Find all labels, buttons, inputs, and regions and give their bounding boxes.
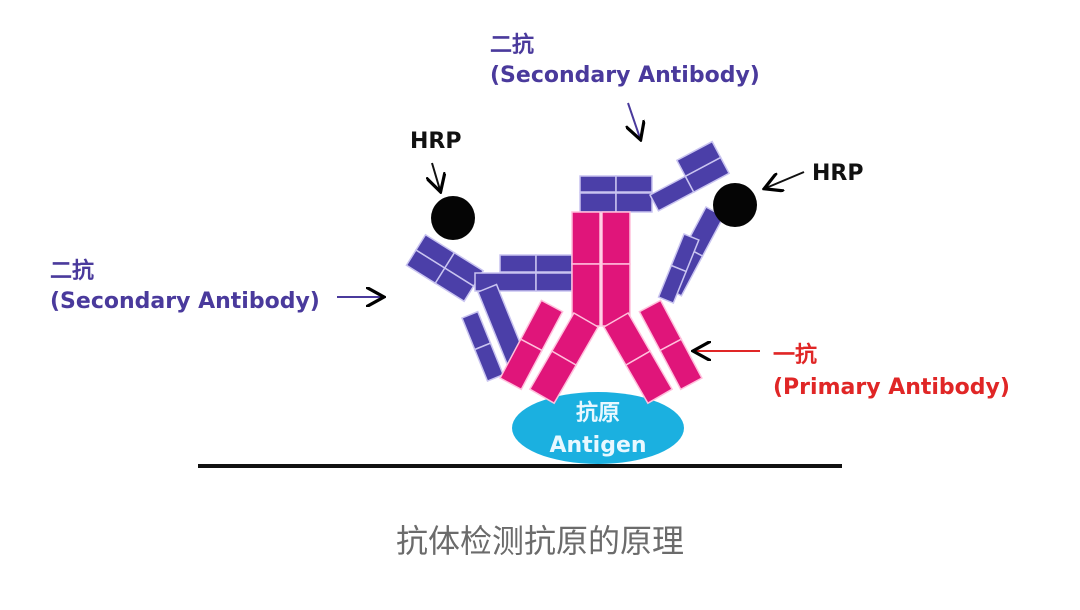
- hrp-right-label: HRP: [812, 161, 863, 186]
- primary-antibody: [499, 211, 703, 405]
- primary-label-cn: 一抗: [773, 342, 817, 368]
- top-secondary-label-en: (Secondary Antibody): [490, 63, 760, 88]
- antigen: 抗原 Antigen: [512, 392, 684, 464]
- antigen-label-cn: 抗原: [576, 400, 620, 426]
- top-arrow: [628, 102, 640, 138]
- top-secondary-label-cn: 二抗: [490, 32, 534, 58]
- secondary-antibody-left: [405, 233, 573, 383]
- hrp-left-enzyme: [431, 196, 475, 240]
- hrp-left-label: HRP: [410, 129, 461, 154]
- hrp-left-arrow: [432, 162, 440, 190]
- left-secondary-label-cn: 二抗: [50, 258, 94, 284]
- left-secondary-label-en: (Secondary Antibody): [50, 289, 320, 314]
- hrp-right-enzyme: [713, 183, 757, 227]
- hrp-right-arrow: [766, 171, 805, 188]
- antigen-label-en: Antigen: [549, 433, 646, 458]
- primary-label-en: (Primary Antibody): [773, 375, 1010, 400]
- figure-caption: 抗体检测抗原的原理: [396, 522, 684, 560]
- secondary-antibody-right: [579, 140, 731, 305]
